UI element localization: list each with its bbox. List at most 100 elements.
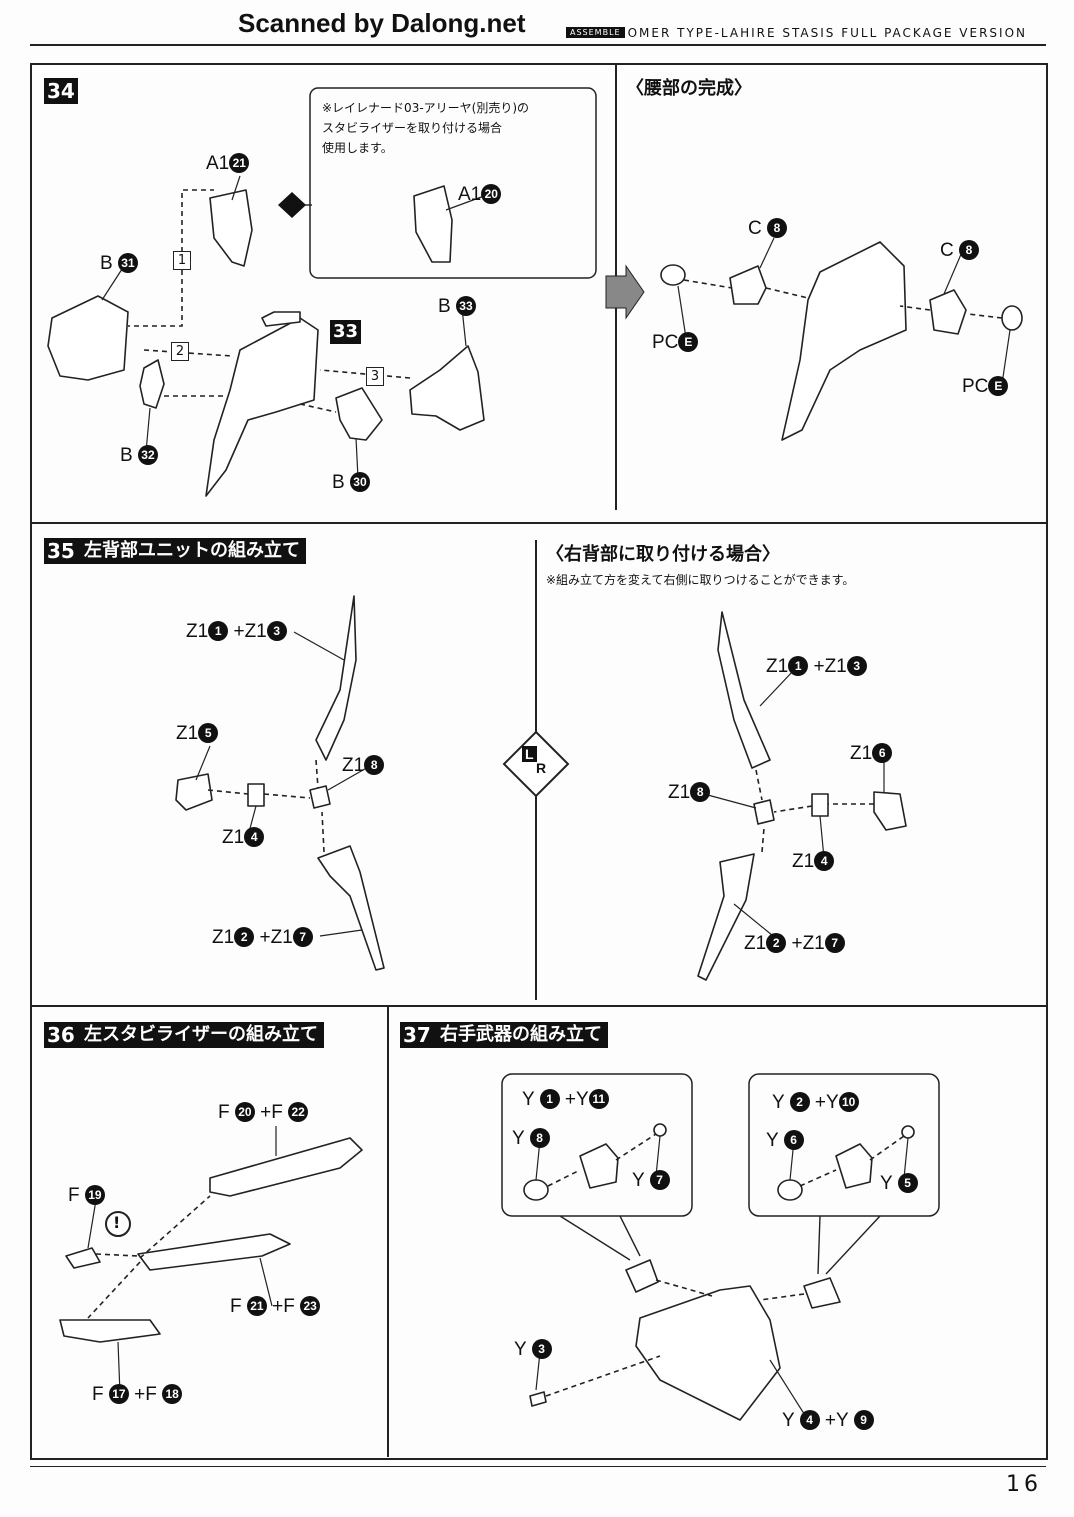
right-back-note: ※組み立て方を変えて右側に取りつけることができます。 — [546, 573, 855, 587]
part-b30 — [335, 387, 383, 441]
step-37-number: 37 — [400, 1022, 434, 1048]
part-b33 — [409, 345, 485, 431]
part-pc-e-left — [660, 264, 686, 286]
instruction-frame — [30, 63, 1048, 1460]
part-f19 — [65, 1247, 101, 1269]
part-c8-right — [929, 289, 967, 335]
step-34-note: ※レイレナード03-アリーヤ(別売り)の スタビライザーを取り付ける場合 使用し… — [322, 101, 530, 155]
lr-marker: L R — [522, 746, 550, 784]
footer-rule — [30, 1466, 1046, 1467]
part-torso-33 — [205, 317, 319, 497]
part-f20-22 — [209, 1137, 363, 1197]
part-f21-23 — [137, 1233, 291, 1271]
part-b31 — [47, 295, 129, 381]
part-y8 — [523, 1179, 549, 1201]
label-y5: Y 5 — [880, 1173, 918, 1195]
step-35-number: 35 — [44, 538, 78, 564]
part-a1-20 — [413, 185, 453, 263]
flow-arrow — [605, 264, 645, 320]
label-y6: Y 6 — [766, 1130, 804, 1152]
caution-circle — [105, 1211, 131, 1237]
label-f20-f22: F 20 +F 22 — [218, 1102, 309, 1124]
part-a1-21 — [209, 189, 253, 267]
row-divider-1 — [30, 522, 1046, 524]
caution-mark: ! — [113, 1213, 121, 1232]
assemble-tag: ASSEMBLE — [566, 27, 625, 38]
order-3: 3 — [366, 367, 384, 386]
page-number: 16 — [1006, 1472, 1042, 1497]
label-b32: B 32 — [120, 445, 158, 467]
order-2: 2 — [171, 342, 189, 361]
part-y5 — [901, 1125, 915, 1139]
step-34-number: 34 — [44, 78, 78, 104]
part-barrel-left — [625, 1259, 659, 1293]
part-b32 — [139, 359, 165, 409]
part-y1-11 — [579, 1143, 619, 1189]
note-callout-box — [309, 87, 597, 279]
lr-diamond — [502, 730, 570, 798]
part-z1-blade-bottom — [317, 845, 385, 971]
part-y6 — [777, 1179, 803, 1201]
part-z1-6 — [873, 791, 907, 831]
part-y3 — [529, 1391, 547, 1407]
part-barrel-right — [803, 1277, 841, 1309]
label-y3: Y 3 — [514, 1339, 552, 1361]
label-b33: B 33 — [438, 296, 476, 318]
part-z1-4 — [247, 783, 265, 807]
part-33-label: 33 — [330, 320, 362, 344]
part-z1-blade-bottom-r — [697, 853, 755, 981]
part-waist-assembly — [781, 241, 907, 441]
label-y4-y9: Y 4 +Y 9 — [782, 1410, 874, 1432]
callout-left — [501, 1073, 693, 1217]
label-f19: F 19 — [68, 1185, 105, 1207]
label-y7: Y 7 — [632, 1170, 670, 1192]
part-z1-5 — [175, 773, 213, 811]
part-y2-10 — [835, 1143, 873, 1189]
watermark-text: Scanned by Dalong.net — [238, 8, 526, 38]
step-36-number: 36 — [44, 1022, 78, 1048]
part-z1-blade-top — [315, 595, 357, 761]
label-b30: B 30 — [332, 472, 370, 494]
step-35-title: 左背部ユニットの組み立て — [78, 538, 306, 564]
label-f21-f23: F 21 +F 23 — [230, 1296, 321, 1318]
right-back-title: 〈右背部に取り付ける場合〉 — [546, 544, 780, 565]
diamond-marker — [278, 192, 306, 218]
part-c8-left — [729, 265, 767, 305]
label-c8-right: C 8 — [940, 240, 980, 262]
step-37-title: 右手武器の組み立て — [434, 1022, 608, 1048]
col-divider-bottom — [387, 1005, 389, 1457]
part-pc-e-right — [1001, 305, 1023, 331]
part-z1-8-r — [753, 799, 775, 825]
part-weapon-body — [635, 1285, 781, 1421]
part-f17-18 — [59, 1319, 161, 1343]
part-z1-4-r — [811, 793, 829, 817]
label-b31: B 31 — [100, 253, 138, 275]
label-c8-left: C 8 — [748, 218, 788, 240]
part-z1-8 — [309, 785, 331, 809]
waist-title: 〈腰部の完成〉 — [626, 78, 752, 99]
callout-right — [748, 1073, 940, 1217]
part-z1-blade-top-r — [717, 611, 771, 769]
model-title-text: OMER TYPE-LAHIRE STASIS FULL PACKAGE VER… — [627, 26, 1027, 40]
label-f17-f18: F 17 +F 18 — [92, 1384, 183, 1406]
label-y8: Y 8 — [512, 1128, 550, 1150]
order-1: 1 — [173, 251, 191, 270]
